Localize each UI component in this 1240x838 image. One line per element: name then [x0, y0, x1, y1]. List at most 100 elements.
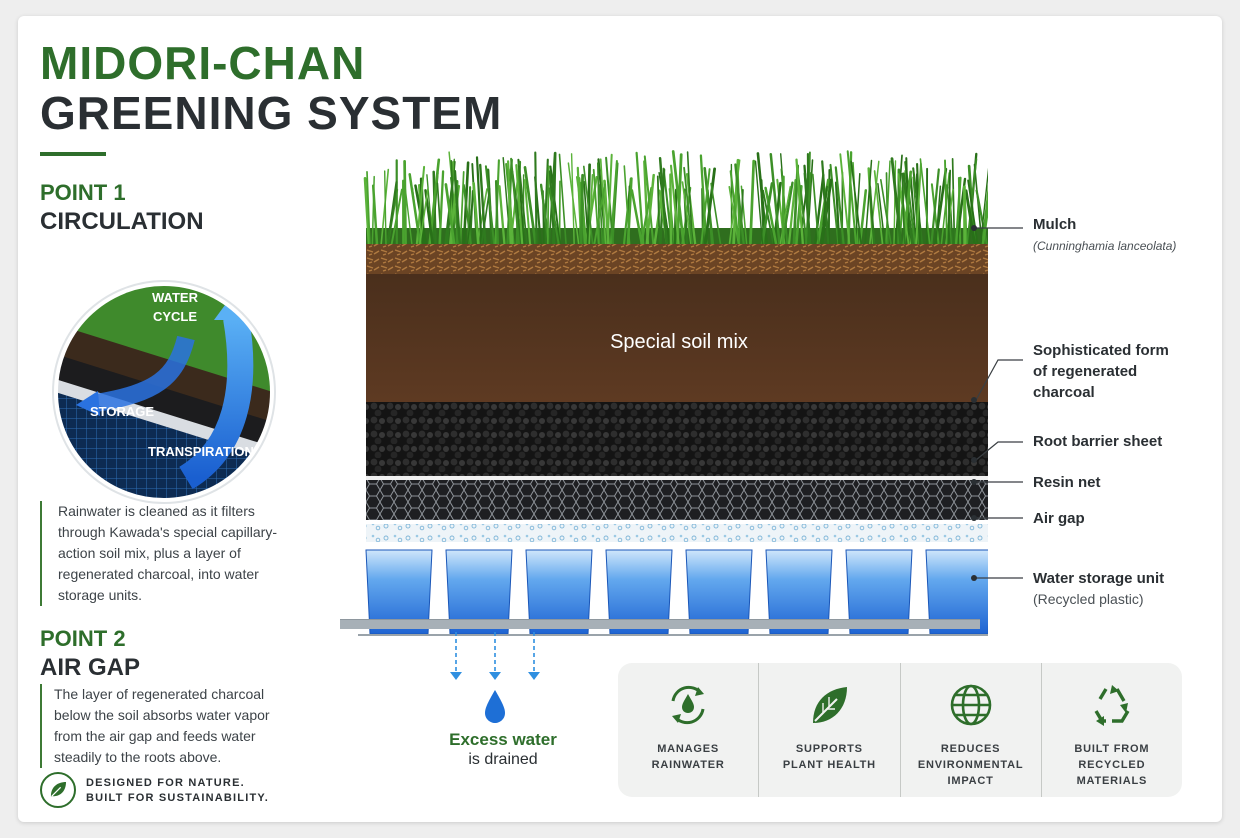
point-2-description: The layer of regenerated charcoal below …: [40, 684, 290, 768]
leaf-icon: [813, 687, 848, 723]
grass-blade: [546, 165, 550, 247]
grass-blade: [570, 153, 575, 247]
grass-blade: [681, 181, 693, 247]
grass-blade: [683, 166, 694, 247]
grass-blade: [748, 159, 756, 248]
grass-blade: [498, 185, 506, 248]
grass-blade: [453, 169, 462, 248]
grass-blade: [609, 160, 618, 247]
grass-blade: [975, 189, 988, 248]
benefit-label-rainwater: MANAGES RAINWATER: [651, 743, 725, 771]
grass-blade: [418, 187, 429, 247]
layer-label-root-barrier: Root barrier sheet: [1033, 431, 1162, 452]
grass-blade: [472, 182, 480, 248]
grass-blade: [811, 173, 820, 247]
layer-note-mulch: (Cunninghamia lanceolata): [1033, 239, 1177, 253]
grass-blade: [523, 166, 538, 248]
soil-label: Special soil mix: [610, 331, 748, 353]
grass-blade: [597, 162, 601, 247]
benefit-label-environment: REDUCES ENVIRONMENTAL IMPACT: [917, 743, 1024, 787]
layer-name-charcoal-2: of regenerated: [1033, 363, 1138, 380]
title-line-1: MIDORI-CHAN: [40, 37, 366, 89]
circle-label-transpiration: TRANSPIRATION: [148, 444, 254, 459]
infographic-card: MIDORI-CHAN GREENING SYSTEM POINT 1 CIRC…: [18, 16, 1222, 822]
leaf-badge-icon: [40, 772, 76, 808]
drain-label-2: is drained: [468, 751, 538, 768]
grass-blade: [366, 170, 371, 247]
benefit-label-recycled: BUILT FROM RECYCLED MATERIALS: [1074, 743, 1150, 787]
grass-blade: [868, 185, 876, 248]
grass-blade: [934, 185, 942, 247]
grass-blade: [890, 157, 903, 248]
layer-note-water-storage: (Recycled plastic): [1033, 591, 1144, 607]
grass-blade: [371, 184, 379, 248]
circle-label-water: WATER: [152, 290, 199, 305]
grass-blade: [475, 156, 483, 248]
grass-blade: [510, 157, 521, 247]
resin-net-layer: [366, 480, 988, 520]
grass-blade: [769, 152, 781, 248]
grass-blade: [543, 158, 549, 248]
grass-blade: [930, 168, 940, 248]
title-underline: [40, 152, 106, 156]
grass-blade: [852, 161, 859, 247]
grass-blade: [947, 169, 951, 247]
grass-blade: [480, 188, 491, 247]
grass-blade: [419, 177, 425, 248]
benefit-rainwater: MANAGES RAINWATER: [618, 663, 758, 797]
grass-blade: [523, 179, 532, 247]
grass-blade: [740, 185, 748, 247]
globe-icon: [950, 684, 991, 726]
grass-blade: [979, 167, 988, 247]
layer-label-mulch: Mulch (Cunninghamia lanceolata): [1033, 214, 1176, 257]
grass-blade: [643, 155, 655, 247]
water-storage-cup: [925, 549, 988, 635]
grass-blade: [462, 184, 473, 248]
grass-blade: [781, 175, 785, 248]
grass-blade: [964, 189, 977, 248]
grass-blade: [669, 164, 680, 248]
grass-blade: [703, 167, 716, 248]
grass-blade: [598, 184, 604, 247]
grass-blade: [940, 172, 950, 247]
grass-blade: [834, 181, 841, 248]
grass-blade: [868, 160, 880, 247]
grass-blade: [981, 198, 988, 248]
benefit-label-plant-health: SUPPORTS PLANT HEALTH: [782, 743, 876, 771]
grass-blade: [415, 165, 426, 247]
grass-blade: [754, 160, 764, 247]
grass-blade: [438, 170, 445, 248]
grass-blade: [915, 162, 922, 247]
layer-name-mulch: Mulch: [1033, 216, 1077, 233]
grass-blade: [630, 189, 644, 248]
tagline: DESIGNED FOR NATURE. BUILT FOR SUSTAINAB…: [86, 776, 269, 806]
grass-blade: [764, 186, 778, 248]
benefits-panel: MANAGES RAINWATER SUPPORTS PLANT HEALTH …: [618, 663, 1182, 797]
drain-label-1: Excess water: [449, 730, 557, 749]
circle-label-storage: STORAGE: [90, 404, 154, 419]
grass-blade: [839, 153, 851, 247]
base-plate: [340, 619, 980, 629]
layer-label-water-storage: Water storage unit (Recycled plastic): [1033, 568, 1164, 610]
recycle-icon: [1094, 685, 1130, 726]
water-drop-icon: [485, 690, 505, 723]
grass-blade: [579, 173, 584, 248]
grass-blade: [729, 170, 741, 248]
grass-blade: [954, 176, 962, 248]
grass-blade: [944, 159, 949, 247]
grass-blade: [834, 166, 845, 248]
grass-blade: [424, 189, 435, 248]
layer-label-charcoal: Sophisticated form of regenerated charco…: [1033, 340, 1169, 403]
grass-blade: [700, 168, 711, 247]
mulch-layer: [366, 244, 988, 274]
benefit-plant-health: SUPPORTS PLANT HEALTH: [758, 663, 899, 797]
benefit-recycled: BUILT FROM RECYCLED MATERIALS: [1040, 663, 1182, 797]
root-barrier-layer: [366, 476, 988, 480]
grass-blade: [534, 151, 538, 248]
layer-cross-section: Special soil mix: [358, 150, 988, 636]
layer-name-air-gap: Air gap: [1033, 510, 1085, 527]
charcoal-layer: [366, 402, 988, 476]
grass-blade: [444, 183, 456, 248]
drainage-arrows: [450, 632, 540, 723]
tagline-line-2: BUILT FOR SUSTAINABILITY.: [86, 792, 269, 804]
